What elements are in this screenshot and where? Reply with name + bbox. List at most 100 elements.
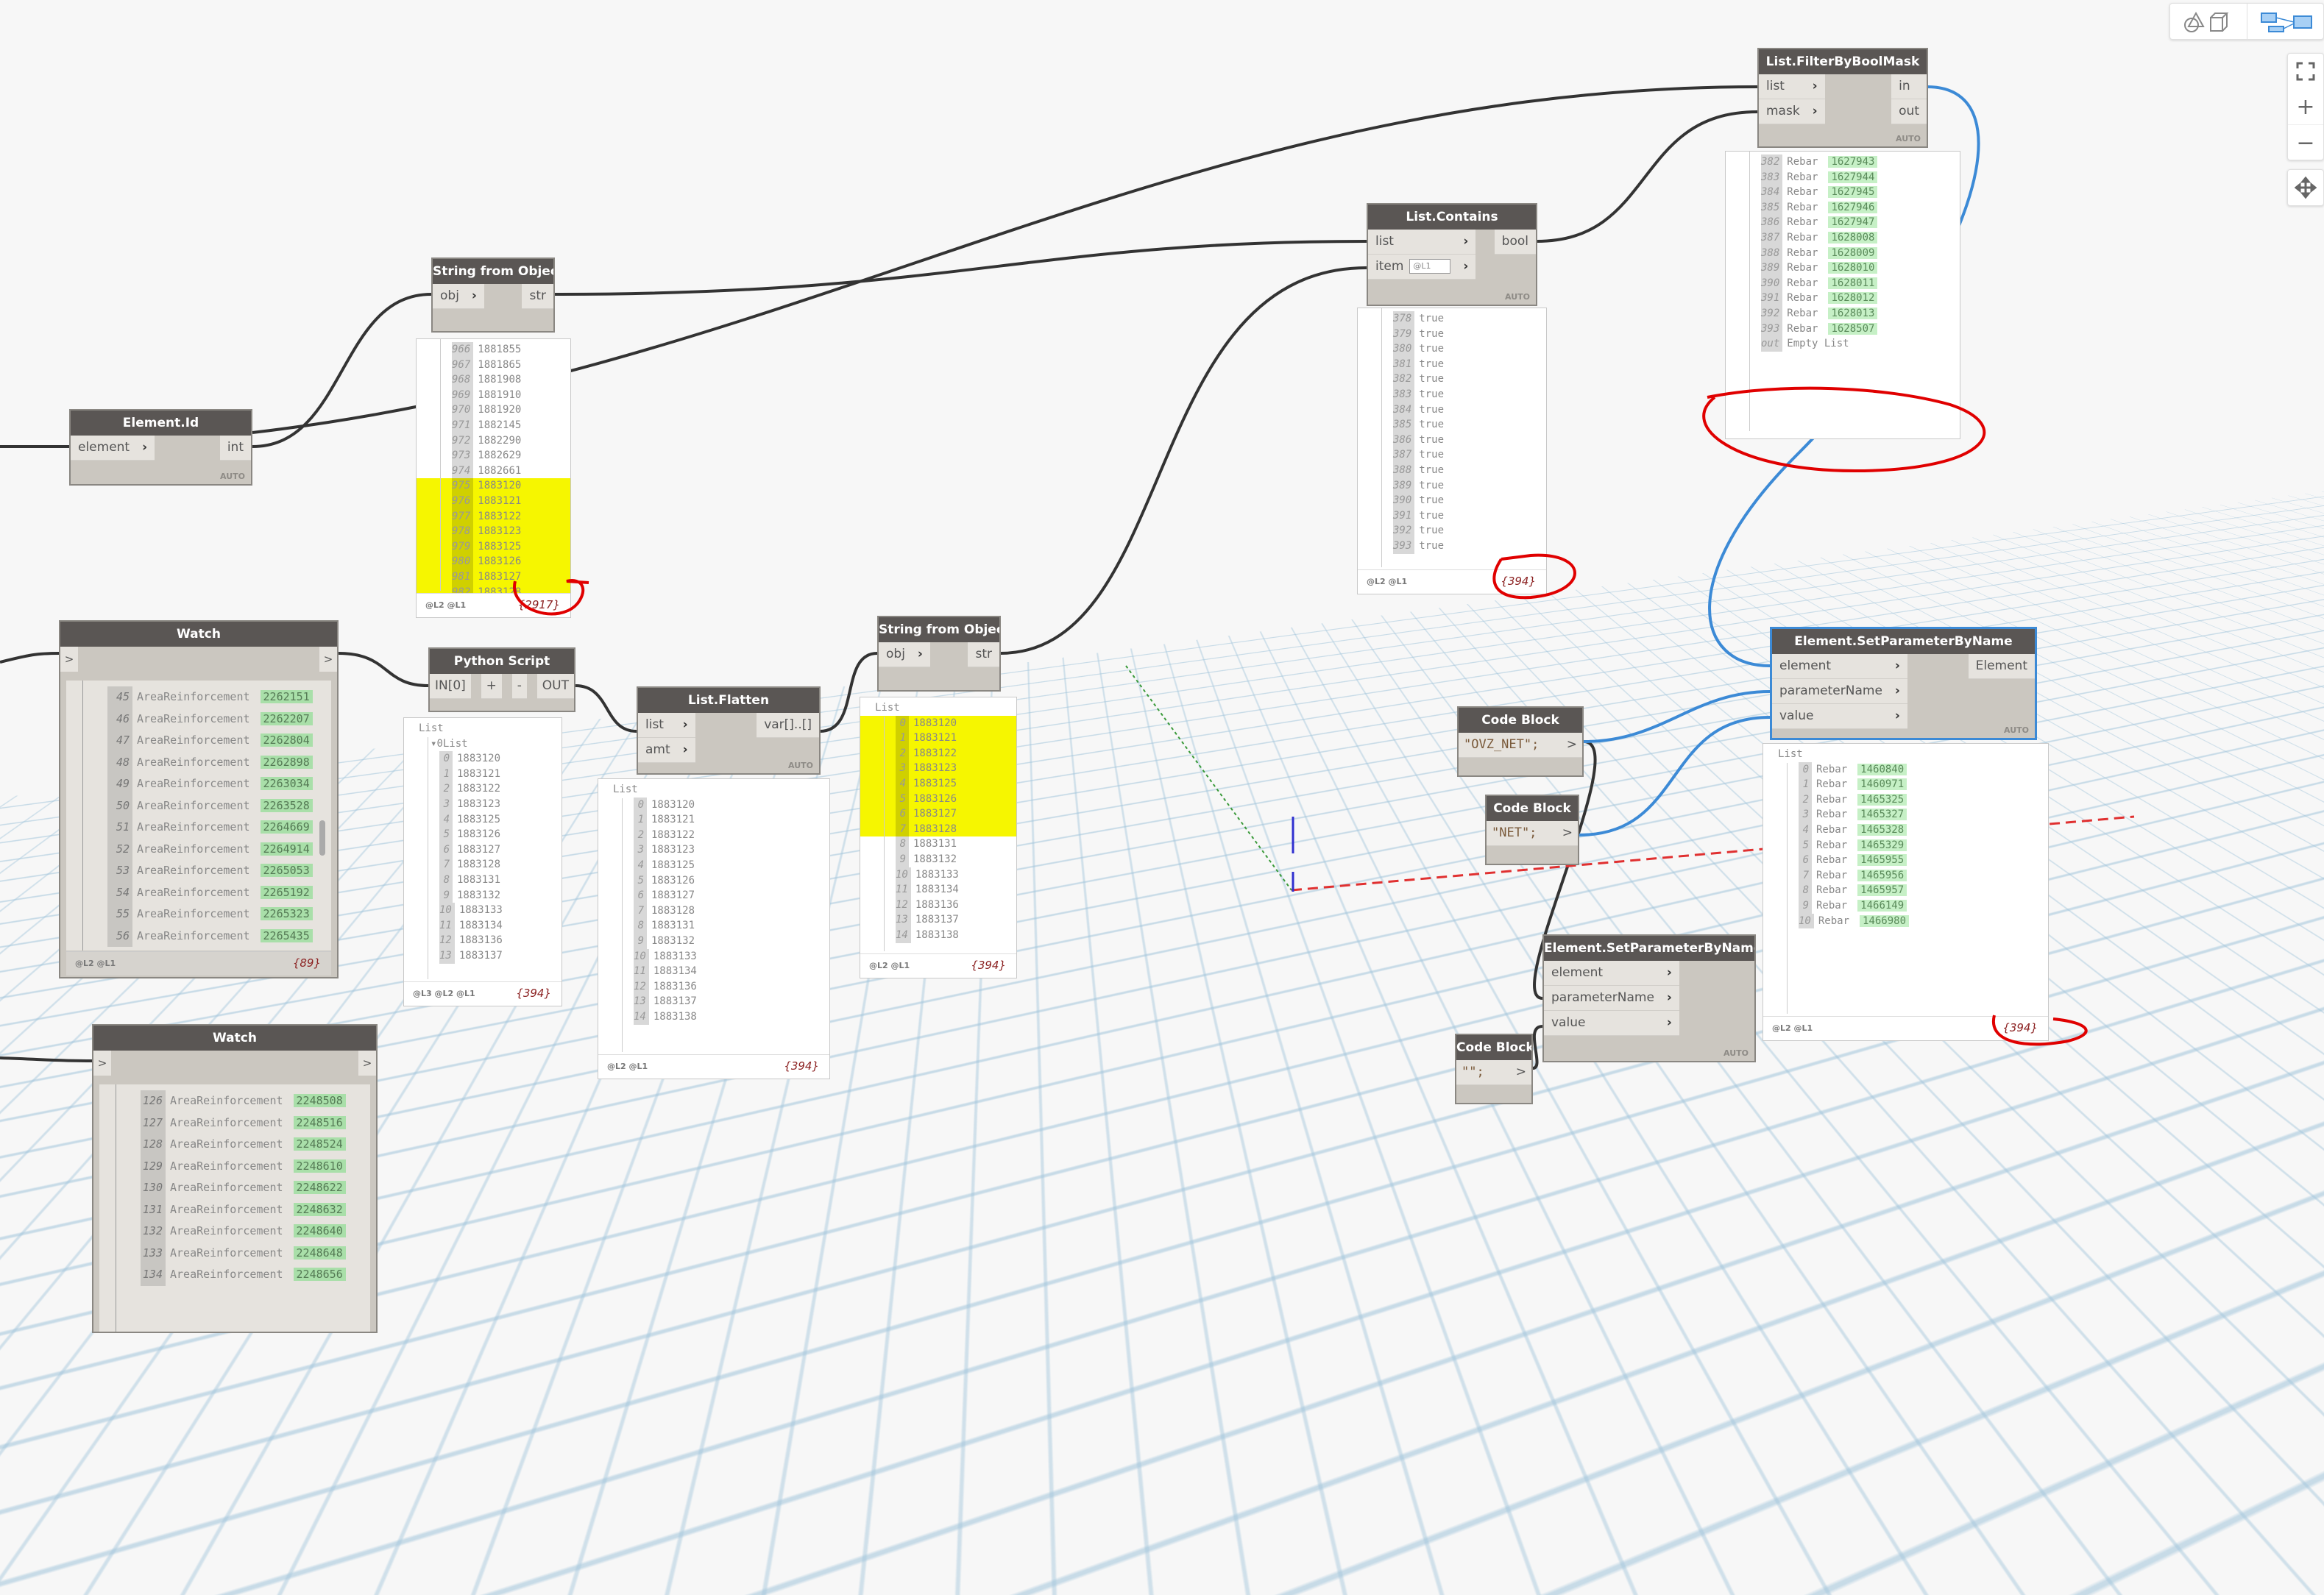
list-item: 386true <box>1358 433 1546 448</box>
input-port-value[interactable]: value› <box>1544 1011 1679 1036</box>
item-value: true <box>1419 404 1444 416</box>
input-port-list[interactable]: list› <box>638 713 695 738</box>
preview-list[interactable]: List018831201188312121883122318831234188… <box>598 779 829 1054</box>
output-port-var[interactable]: var[]..[] <box>757 713 819 738</box>
output-port-out[interactable]: out <box>1891 99 1927 124</box>
watch-node-watch1[interactable]: Watch>>45AreaReinforcement226215146AreaR… <box>59 620 339 978</box>
outputs: bool <box>1495 230 1536 280</box>
graph-view-button[interactable] <box>2247 4 2323 39</box>
item-value: true <box>1419 419 1444 430</box>
input-port-obj[interactable]: obj› <box>433 284 484 309</box>
input-port-item[interactable]: item@L1› <box>1368 255 1475 280</box>
input-port[interactable]: > <box>60 647 78 672</box>
geometry-view-button[interactable] <box>2170 4 2247 39</box>
node-cb-ovz[interactable]: Code Block"OVZ_NET";> <box>1457 706 1584 777</box>
code-block-input[interactable]: "OVZ_NET"; <box>1459 733 1562 758</box>
watch-node-watch2[interactable]: Watch>>126AreaReinforcement2248508127Are… <box>92 1024 378 1333</box>
remove-input-button[interactable]: - <box>512 674 527 699</box>
item-index: 966 <box>452 342 473 358</box>
scrollbar[interactable] <box>319 820 325 856</box>
chevron-right-icon: › <box>1667 961 1672 985</box>
zoom-fit-button[interactable] <box>2288 54 2323 89</box>
node-sfo2[interactable]: String from Objectobj›str <box>877 616 1001 692</box>
item-value: 1883123 <box>913 762 957 774</box>
add-input-button[interactable]: + <box>481 674 502 699</box>
output-port-str[interactable]: str <box>968 642 999 667</box>
input-port-amt[interactable]: amt› <box>638 738 695 763</box>
item-value: 1883122 <box>457 783 500 795</box>
item-index: 390 <box>1761 276 1782 291</box>
output-port-int[interactable]: int <box>220 436 251 461</box>
list-level-input[interactable]: @L1 <box>1409 259 1450 274</box>
node-element-id[interactable]: Element.Idelement›intAUTO <box>69 409 252 486</box>
item-value: 1883128 <box>913 823 957 835</box>
list-item: 50AreaReinforcement2263528 <box>66 795 331 817</box>
node-cb-net[interactable]: Code Block"NET";> <box>1485 795 1579 865</box>
watch-ports: >> <box>60 647 337 673</box>
output-port-element[interactable]: Element <box>1969 654 2035 679</box>
input-port-in0[interactable]: IN[0] <box>430 674 471 699</box>
item-index: 128 <box>141 1134 166 1156</box>
output-port[interactable]: > <box>1557 821 1578 846</box>
output-port[interactable]: > <box>319 647 337 672</box>
node-setparam[interactable]: Element.SetParameterByNameelement›parame… <box>1770 627 2037 740</box>
item-index: 1 <box>1799 777 1812 792</box>
input-port-element[interactable]: element› <box>71 436 155 461</box>
zoom-in-button[interactable]: + <box>2288 89 2323 124</box>
output-port-out[interactable]: OUT <box>537 674 574 699</box>
input-port-value[interactable]: value› <box>1772 704 1907 729</box>
node-filter[interactable]: List.FilterByBoolMasklist›mask›inoutAUTO <box>1757 48 1928 148</box>
input-port-parametername[interactable]: parameterName› <box>1772 679 1907 704</box>
node-python[interactable]: Python ScriptIN[0]+-OUT <box>428 647 575 712</box>
input-port-list[interactable]: list› <box>1759 74 1825 99</box>
output-port[interactable]: > <box>1562 733 1582 758</box>
item-value: 1883138 <box>915 929 959 941</box>
list-item: 380true <box>1358 341 1546 357</box>
node-sfo1[interactable]: String from Objectobj›str <box>431 257 555 333</box>
code-block-input[interactable]: ""; <box>1456 1060 1511 1085</box>
output-port-str[interactable]: str <box>522 284 553 309</box>
input-port-list[interactable]: list› <box>1368 230 1475 255</box>
item-type: AreaReinforcement <box>170 1268 283 1281</box>
input-port-obj[interactable]: obj› <box>879 642 930 667</box>
watch-body[interactable]: 126AreaReinforcement2248508127AreaReinfo… <box>99 1084 370 1332</box>
item-index: 1 <box>634 812 647 828</box>
code-block-input[interactable]: "NET"; <box>1487 821 1557 846</box>
output-port-bool[interactable]: bool <box>1495 230 1536 255</box>
item-type: Rebar <box>1787 202 1818 213</box>
list-item: 61883127 <box>598 888 829 903</box>
list-levels: @L2 @L1 <box>425 600 466 610</box>
list-item: 383Rebar1627944 <box>1726 170 1960 185</box>
output-port[interactable]: > <box>358 1051 376 1076</box>
pan-button[interactable] <box>2287 169 2324 206</box>
input-port-element[interactable]: element› <box>1772 654 1907 679</box>
item-type: Rebar <box>1818 915 1849 927</box>
node-contains[interactable]: List.Containslist›item@L1›boolAUTO <box>1367 203 1537 306</box>
item-value: 1883125 <box>913 778 957 789</box>
item-index: 9 <box>1799 898 1812 914</box>
input-port[interactable]: > <box>93 1051 111 1076</box>
preview-list[interactable]: 382Rebar1627943383Rebar1627944384Rebar16… <box>1726 152 1960 436</box>
list-item: 21883122 <box>598 828 829 843</box>
preview-contains: 378true379true380true381true382true383tr… <box>1357 308 1547 594</box>
item-type: AreaReinforcement <box>137 864 250 877</box>
item-type: AreaReinforcement <box>137 886 250 899</box>
input-port-mask[interactable]: mask› <box>1759 99 1825 124</box>
list-item: 379true <box>1358 327 1546 342</box>
output-port[interactable]: > <box>1511 1060 1531 1085</box>
item-index: 2 <box>1799 792 1812 808</box>
input-port-parametername[interactable]: parameterName› <box>1544 986 1679 1011</box>
preview-list[interactable]: List0Rebar14608401Rebar14609712Rebar1465… <box>1763 744 2048 1016</box>
preview-list[interactable]: 378true379true380true381true382true383tr… <box>1358 308 1546 569</box>
item-value: 1883134 <box>459 920 503 931</box>
node-setparam2[interactable]: Element.SetParameterByNameelement›parame… <box>1542 934 1756 1062</box>
node-flatten[interactable]: List.Flattenlist›amt›var[]..[]AUTO <box>637 686 821 775</box>
watch-footer: @L2 @L1{89} <box>66 951 331 976</box>
node-cb-empty[interactable]: Code Block"";> <box>1455 1034 1533 1104</box>
output-port-in[interactable]: in <box>1891 74 1927 99</box>
watch-body[interactable]: 45AreaReinforcement226215146AreaReinforc… <box>66 681 331 951</box>
item-index: 45 <box>107 686 132 708</box>
item-value: 1883121 <box>478 495 521 507</box>
zoom-out-button[interactable]: − <box>2288 124 2323 160</box>
input-port-element[interactable]: element› <box>1544 961 1679 986</box>
